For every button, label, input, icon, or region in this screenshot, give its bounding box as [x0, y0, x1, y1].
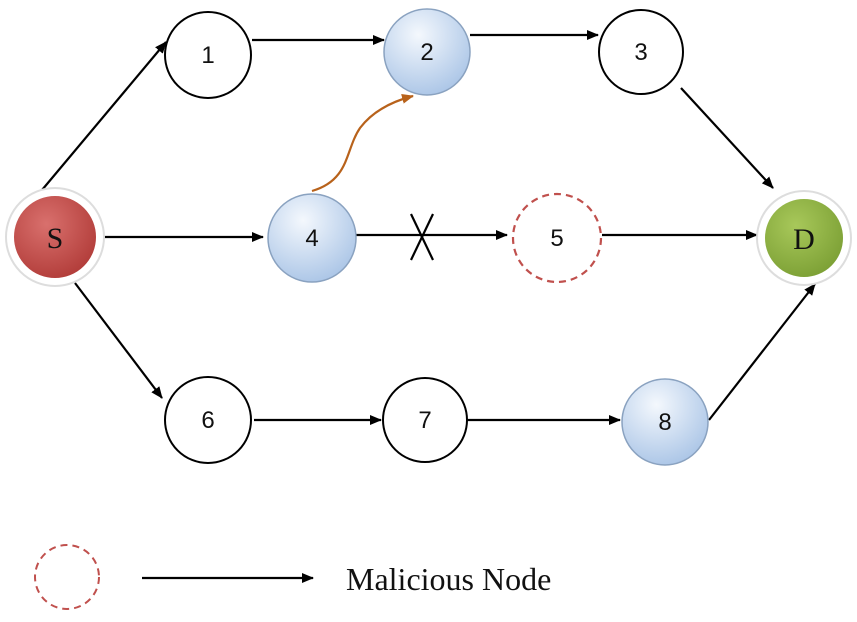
edge-4-2-diverted [311, 93, 414, 193]
node-1-label: 1 [201, 42, 214, 69]
node-1: 1 [164, 11, 252, 99]
broken-link-cross-icon [410, 213, 434, 261]
edge-s-1 [41, 41, 167, 191]
node-3-label: 3 [634, 39, 647, 66]
node-8: 8 [621, 378, 709, 466]
node-4: 4 [267, 193, 357, 283]
node-5-label: 5 [550, 225, 563, 252]
node-d-label: D [793, 223, 815, 256]
legend-malicious-node-icon [34, 544, 100, 610]
edge-s-6 [74, 282, 163, 399]
legend: Malicious Node [34, 544, 551, 610]
node-2: 2 [383, 8, 471, 96]
legend-label: Malicious Node [346, 561, 551, 597]
node-5-malicious: 5 [511, 192, 603, 284]
node-7: 7 [382, 377, 468, 463]
node-s: S [5, 187, 105, 287]
edge-3-d [680, 87, 774, 189]
node-6: 6 [164, 376, 252, 464]
node-8-label: 8 [658, 409, 671, 436]
node-4-label: 4 [305, 225, 318, 252]
node-7-label: 7 [418, 407, 431, 434]
node-3: 3 [598, 9, 684, 95]
edges [41, 30, 816, 425]
edge-8-d [708, 283, 816, 421]
node-2-label: 2 [420, 39, 433, 66]
node-d: D [756, 190, 852, 286]
node-s-label: S [47, 222, 64, 255]
node-6-label: 6 [201, 407, 214, 434]
